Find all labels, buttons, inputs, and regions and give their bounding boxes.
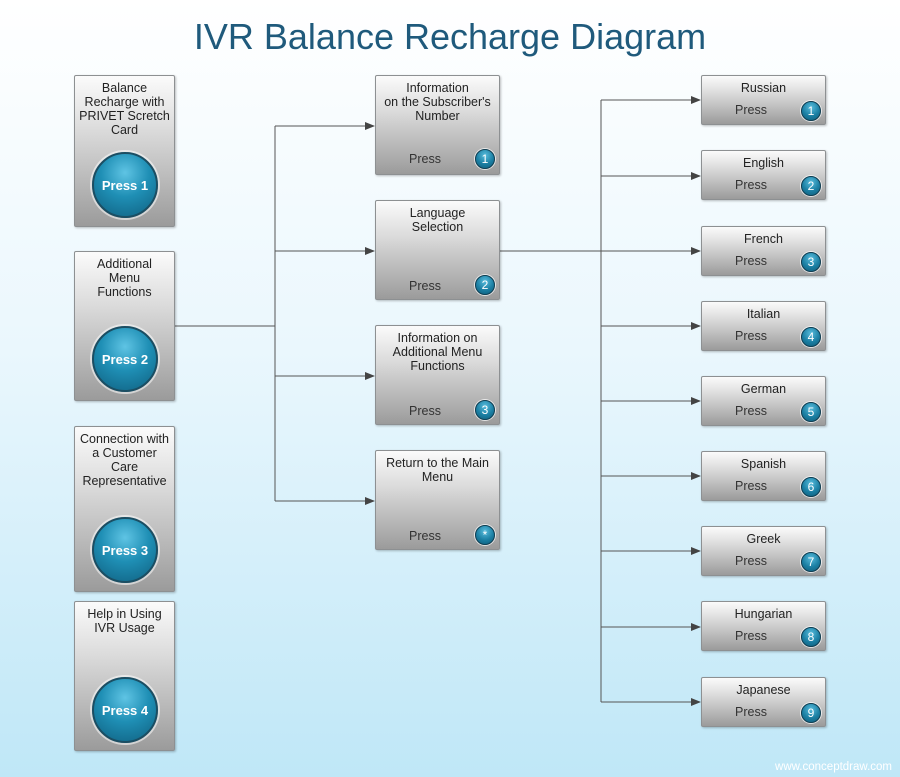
submenu-3-key-badge[interactable]: 3: [475, 400, 495, 420]
language-french-press-label: Press: [735, 254, 767, 268]
language-hungarian-label: Hungarian: [734, 607, 793, 621]
language-english-label: English: [743, 156, 784, 170]
submenu-1-key-badge[interactable]: 1: [475, 149, 495, 169]
submenu-4-press-label: Press: [409, 529, 441, 543]
submenu-2-label: Language Selection: [409, 206, 466, 234]
language-italian-card[interactable]: Italian Press 4: [701, 301, 826, 351]
main-option-3-label: Connection with a Customer Care Represen…: [80, 432, 169, 488]
language-greek-press-label: Press: [735, 554, 767, 568]
language-french-key-badge[interactable]: 3: [801, 252, 821, 272]
language-italian-label: Italian: [746, 307, 781, 321]
main-option-4-card[interactable]: Help in Using IVR Usage Press 4: [74, 601, 175, 751]
language-italian-key-badge[interactable]: 4: [801, 327, 821, 347]
language-german-key-badge[interactable]: 5: [801, 402, 821, 422]
language-german-label: German: [740, 382, 787, 396]
language-hungarian-card[interactable]: Hungarian Press 8: [701, 601, 826, 651]
submenu-2-key-badge[interactable]: 2: [475, 275, 495, 295]
submenu-1-card[interactable]: Information on the Subscriber's Number P…: [375, 75, 500, 175]
language-german-card[interactable]: German Press 5: [701, 376, 826, 426]
submenu-4-card[interactable]: Return to the Main Menu Press *: [375, 450, 500, 550]
main-option-1-label: Balance Recharge with PRIVET Scretch Car…: [79, 81, 170, 137]
main-option-2-label: Additional Menu Functions: [97, 257, 152, 299]
language-french-card[interactable]: French Press 3: [701, 226, 826, 276]
diagram-title: IVR Balance Recharge Diagram: [193, 16, 707, 57]
language-english-card[interactable]: English Press 2: [701, 150, 826, 200]
main-option-2-card[interactable]: Additional Menu Functions Press 2: [74, 251, 175, 401]
language-russian-key-badge[interactable]: 1: [801, 101, 821, 121]
language-russian-label: Russian: [740, 81, 787, 95]
language-french-label: French: [744, 232, 783, 246]
language-greek-key-badge[interactable]: 7: [801, 552, 821, 572]
submenu-3-press-label: Press: [409, 404, 441, 418]
language-english-key-badge[interactable]: 2: [801, 176, 821, 196]
language-german-press-label: Press: [735, 404, 767, 418]
submenu-2-press-label: Press: [409, 279, 441, 293]
language-greek-label: Greek: [746, 532, 781, 546]
main-option-1-press-button[interactable]: Press 1: [92, 152, 158, 218]
language-greek-card[interactable]: Greek Press 7: [701, 526, 826, 576]
language-spanish-card[interactable]: Spanish Press 6: [701, 451, 826, 501]
language-japanese-card[interactable]: Japanese Press 9: [701, 677, 826, 727]
footer-link[interactable]: www.conceptdraw.com: [775, 761, 892, 773]
submenu-3-card[interactable]: Information on Additional Menu Functions…: [375, 325, 500, 425]
language-hungarian-press-label: Press: [735, 629, 767, 643]
language-spanish-key-badge[interactable]: 6: [801, 477, 821, 497]
language-english-press-label: Press: [735, 178, 767, 192]
language-spanish-label: Spanish: [740, 457, 787, 471]
main-option-4-label: Help in Using IVR Usage: [87, 607, 162, 635]
main-option-2-press-button[interactable]: Press 2: [92, 326, 158, 392]
main-option-1-card[interactable]: Balance Recharge with PRIVET Scretch Car…: [74, 75, 175, 227]
language-japanese-key-badge[interactable]: 9: [801, 703, 821, 723]
main-option-3-card[interactable]: Connection with a Customer Care Represen…: [74, 426, 175, 592]
submenu-4-label: Return to the Main Menu: [386, 456, 489, 484]
language-italian-press-label: Press: [735, 329, 767, 343]
language-spanish-press-label: Press: [735, 479, 767, 493]
submenu-3-label: Information on Additional Menu Functions: [392, 331, 483, 373]
language-russian-press-label: Press: [735, 103, 767, 117]
main-option-4-press-button[interactable]: Press 4: [92, 677, 158, 743]
language-japanese-label: Japanese: [736, 683, 791, 697]
submenu-1-label: Information on the Subscriber's Number: [384, 81, 491, 123]
language-russian-card[interactable]: Russian Press 1: [701, 75, 826, 125]
submenu-1-press-label: Press: [409, 152, 441, 166]
submenu-4-key-badge[interactable]: *: [475, 525, 495, 545]
main-option-3-press-button[interactable]: Press 3: [92, 517, 158, 583]
submenu-2-card[interactable]: Language Selection Press 2: [375, 200, 500, 300]
language-japanese-press-label: Press: [735, 705, 767, 719]
language-hungarian-key-badge[interactable]: 8: [801, 627, 821, 647]
